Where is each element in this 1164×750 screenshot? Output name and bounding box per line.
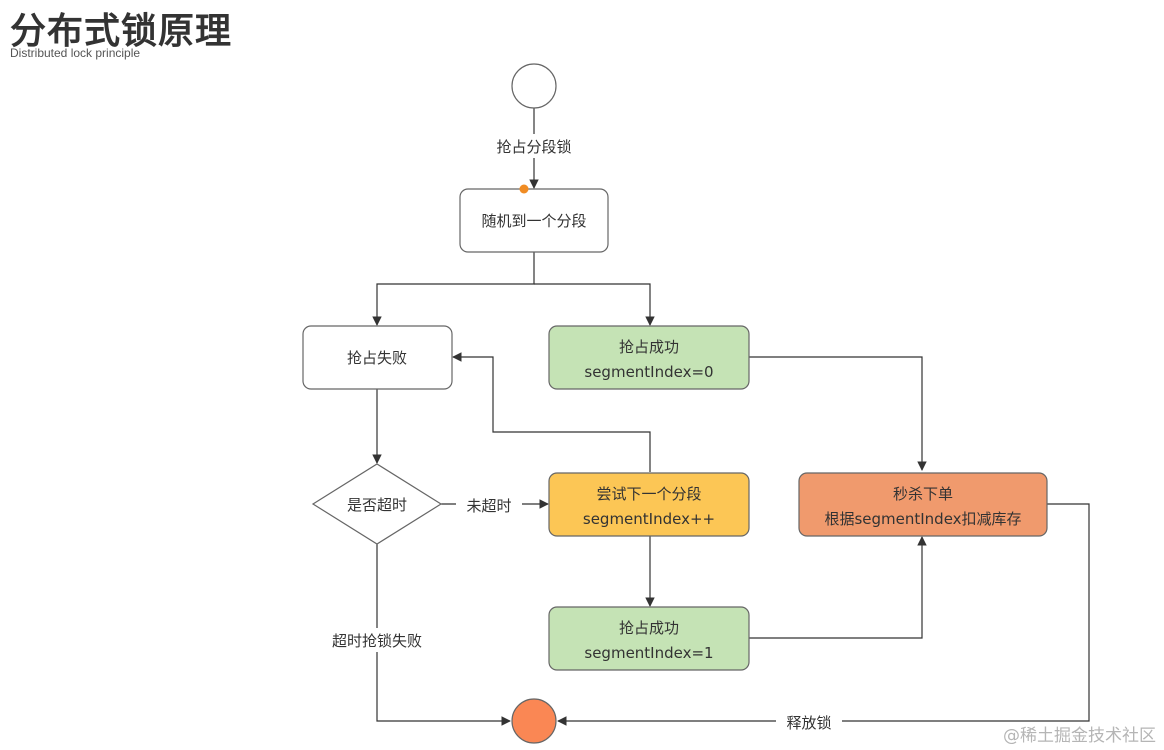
node-grab-success-1	[548, 606, 750, 671]
node-try-next	[548, 472, 750, 537]
edge-decision-to-end	[376, 544, 511, 726]
node-seckill-line1: 秒杀下单	[893, 485, 953, 503]
edge-trynext-to-fail	[452, 352, 651, 472]
page-subtitle: Distributed lock principle	[10, 46, 141, 60]
node-grab-success-1-line2: segmentIndex=1	[584, 644, 713, 662]
node-grab-success-1-line1: 抢占成功	[619, 619, 679, 637]
node-grab-success-0	[548, 325, 750, 390]
watermark: @稀土掘金技术社区	[1003, 726, 1156, 746]
node-grab-fail-label: 抢占失败	[347, 349, 407, 367]
connector-dot	[519, 184, 529, 194]
edge-label-release-lock: 释放锁	[786, 714, 831, 732]
start-node	[511, 63, 557, 109]
node-random-segment	[459, 188, 609, 253]
edge-random-to-fail	[372, 252, 535, 326]
node-try-next-line2: segmentIndex++	[583, 510, 715, 528]
node-try-next-line1: 尝试下一个分段	[596, 485, 701, 503]
end-node	[511, 698, 557, 744]
node-grab-success-0-line2: segmentIndex=0	[584, 363, 713, 381]
node-seckill-line2: 根据segmentIndex扣减库存	[824, 510, 1021, 528]
node-seckill	[798, 472, 1048, 537]
edge-label-not-timeout: 未超时	[466, 497, 511, 515]
edge-success0-to-seckill	[749, 356, 927, 471]
node-random-segment-label: 随机到一个分段	[481, 212, 586, 230]
node-decision-timeout-label: 是否超时	[347, 496, 407, 514]
edge-label-grab-lock: 抢占分段锁	[496, 138, 571, 156]
node-decision-timeout	[311, 463, 443, 545]
edge-random-to-success0	[534, 283, 655, 326]
edge-success1-to-seckill	[749, 536, 927, 639]
node-grab-success-0-line1: 抢占成功	[619, 338, 679, 356]
page-title: 分布式锁原理	[10, 11, 233, 52]
node-grab-fail	[302, 325, 453, 390]
edge-label-timeout-fail: 超时抢锁失败	[332, 632, 422, 650]
